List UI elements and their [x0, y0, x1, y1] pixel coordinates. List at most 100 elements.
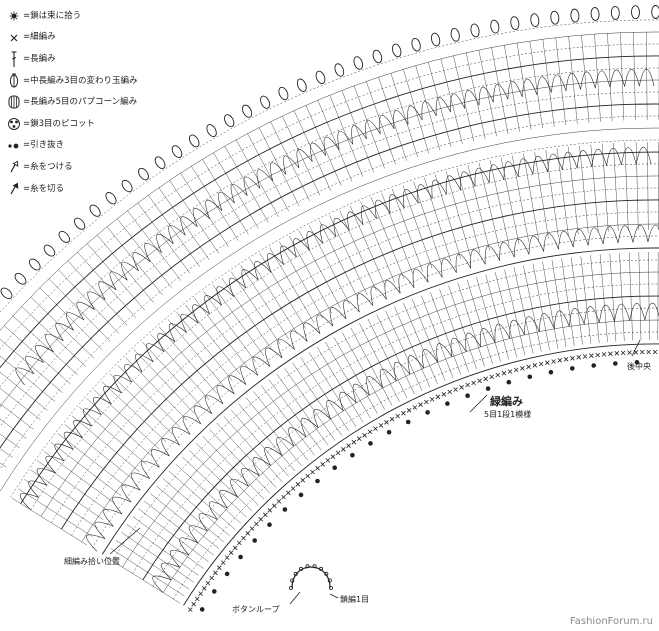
chain-arch [595, 70, 611, 89]
stitch-line [298, 230, 341, 309]
popcorn-stitch [570, 8, 580, 23]
chain-arch [300, 417, 319, 437]
chain-arch [455, 253, 472, 273]
bead-dot [634, 360, 640, 365]
stitch-line [125, 357, 188, 421]
bead-dot [405, 419, 411, 425]
bead-dot [613, 361, 618, 366]
chain-arch [180, 216, 198, 236]
chain-arch [252, 457, 271, 476]
popcorn-stitch [550, 10, 560, 25]
chain-arch [63, 431, 83, 450]
chain-arch [144, 243, 162, 262]
chain-arch [76, 301, 95, 321]
stitch-line [106, 226, 163, 296]
round-line [183, 343, 659, 606]
stitch-line [403, 69, 429, 154]
chain-arch [569, 308, 585, 327]
chain-arch [606, 147, 622, 166]
x-stitch [483, 376, 488, 382]
popcorn-stitch [0, 287, 13, 300]
x-stitch [362, 433, 367, 438]
stitch-line [121, 532, 195, 583]
stitch-line [270, 121, 310, 201]
stitch-line [561, 258, 575, 346]
popcorn-stitch [353, 56, 364, 70]
stitch-line [571, 257, 583, 345]
stitch-line [109, 373, 174, 435]
popcorn-stitch [28, 258, 41, 271]
x-stitch [389, 416, 395, 422]
stitch-line [635, 142, 639, 231]
stitch-line [430, 292, 461, 375]
popcorn-stitch [430, 32, 441, 47]
stitch-line [366, 81, 396, 165]
x-stitch [538, 361, 544, 367]
stitch-line [491, 47, 509, 135]
chain-arch [450, 337, 467, 357]
stitch-line [39, 287, 103, 350]
stitch-line [202, 435, 265, 500]
chain-arch [351, 125, 367, 145]
chain-arch [576, 150, 593, 169]
stitch-line [223, 416, 283, 483]
stitch-line [319, 220, 359, 300]
chain-arch [524, 316, 540, 335]
leader-line [329, 593, 339, 599]
stitch-line [284, 368, 336, 441]
stitch-line [317, 100, 353, 182]
stitch-line [350, 327, 393, 406]
chain-arch [333, 217, 350, 237]
stitch-line [453, 55, 475, 142]
chain-arch [347, 211, 364, 231]
stitch-line [466, 279, 493, 365]
chain-arch [393, 110, 409, 129]
x-stitch [346, 443, 351, 448]
bead-dot [252, 538, 257, 543]
x-stitch [213, 570, 218, 576]
chain-stitch [298, 566, 303, 571]
stitch-line [194, 297, 248, 369]
chain-arch [135, 353, 154, 373]
x-stitch [532, 363, 538, 368]
cut-yarn-icon [6, 180, 22, 198]
x-stitch [652, 349, 658, 355]
chain-arch [103, 509, 123, 527]
bead-dot [212, 589, 217, 594]
x-stitch [254, 521, 259, 527]
popcorn-stitch [631, 5, 640, 20]
stitch-line [77, 251, 137, 318]
chain-arch [103, 385, 122, 405]
stitch-line [445, 171, 471, 257]
stitch-line [435, 174, 461, 259]
stitch-line [24, 479, 98, 529]
legend-label: =細編み [23, 32, 56, 43]
x-stitch [545, 360, 550, 365]
stitch-line [230, 271, 281, 345]
chain-arch [269, 162, 287, 182]
x-stitch [220, 560, 226, 565]
stitch-line [132, 516, 204, 569]
stitch-line [613, 143, 619, 232]
watermark: FashionForum.ru [569, 616, 653, 627]
chain-arch [379, 114, 395, 134]
stitch-line [516, 42, 532, 130]
stitch-line [329, 215, 368, 295]
x-stitch [241, 535, 246, 541]
chain-arch [539, 313, 555, 332]
bead-dot [315, 478, 320, 484]
stitch-line [148, 195, 200, 267]
x-stitch [465, 382, 470, 388]
chain-arch [621, 147, 637, 165]
popcorn-stitch [14, 272, 27, 285]
stitch-line [0, 448, 13, 458]
stitch-line [176, 311, 233, 381]
bead-dot [425, 410, 430, 415]
stitch-line [261, 385, 315, 456]
stitch-line [0, 403, 34, 430]
chain-arch [140, 460, 160, 479]
legend-row: =鎖は束に拾う [6, 6, 206, 26]
chain-arch [198, 513, 218, 532]
chain-arch [374, 199, 391, 219]
